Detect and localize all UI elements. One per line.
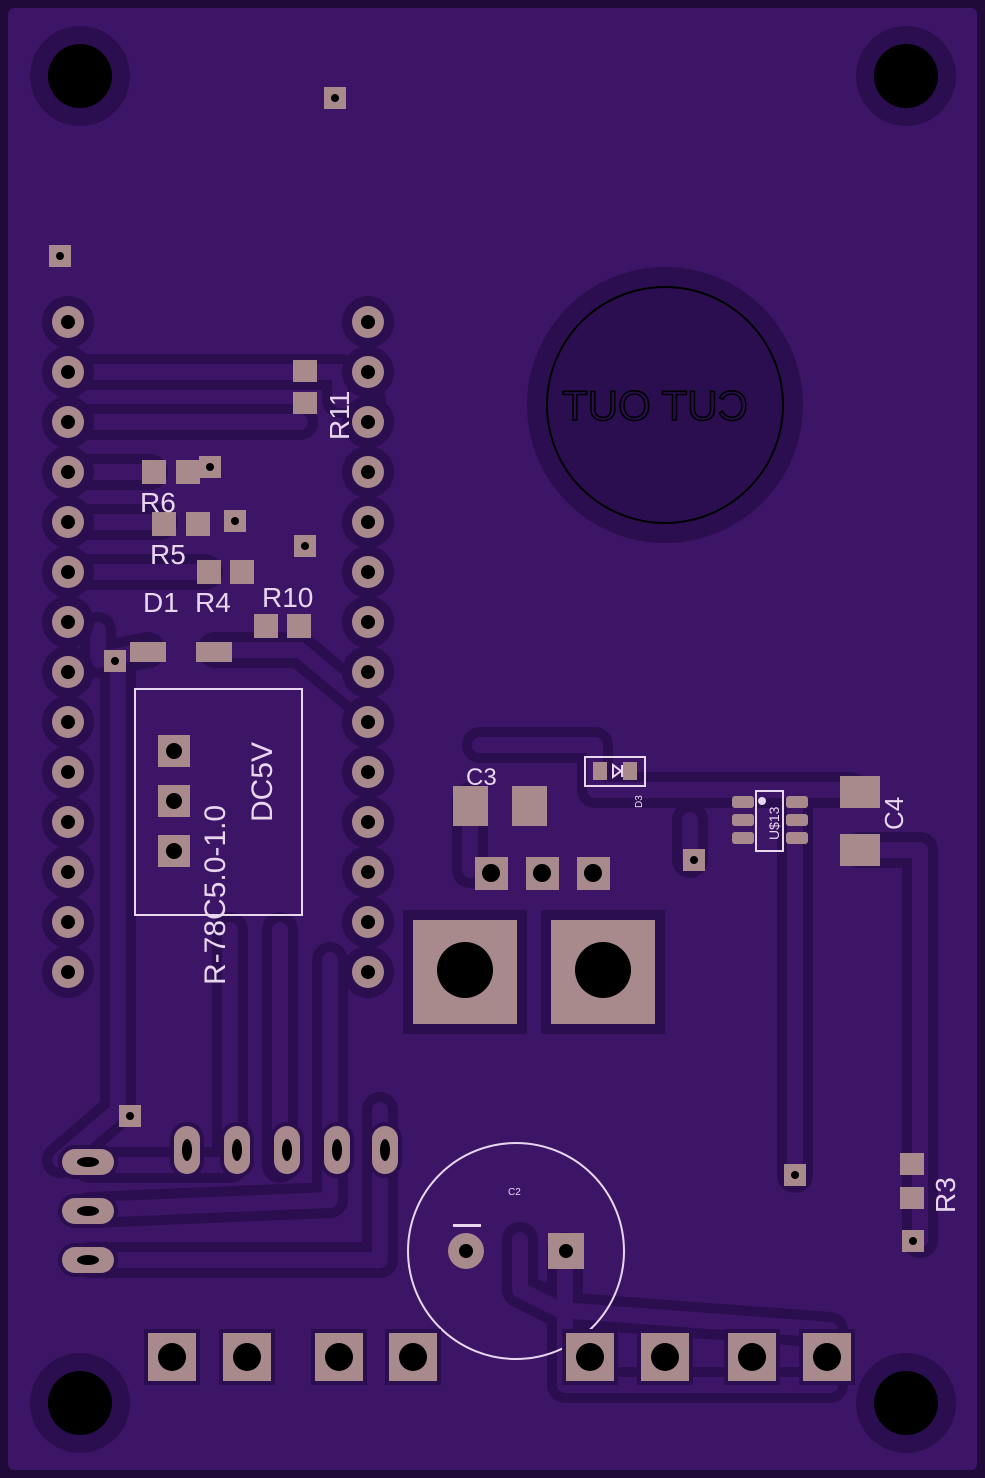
mounting-hole-bottom-left-drill: [48, 1371, 112, 1435]
r5-label: R5: [150, 539, 186, 570]
u13-pad-2: [732, 814, 754, 826]
u13-label: U$13: [766, 806, 782, 840]
r4-label: R4: [195, 587, 231, 618]
cutout-label: CUT OUT: [562, 382, 748, 429]
header-right: [342, 296, 394, 998]
c2-polarity-bar: [453, 1224, 481, 1227]
r4-pad-2: [230, 560, 254, 584]
u13-pad-1: [732, 796, 754, 808]
r10-pad-2: [287, 614, 311, 638]
d1-pad-1: [130, 642, 166, 662]
trace-layer: [42, 354, 938, 1403]
header-left: [42, 296, 94, 998]
r6-pad-1: [142, 460, 166, 484]
cutout-region: CUT OUT: [527, 267, 803, 543]
three-pin-header: [475, 857, 610, 890]
capacitor-c2: C2: [407, 1142, 625, 1360]
d1-pad-2: [196, 642, 232, 662]
c3-pad-1: [453, 786, 488, 826]
c3-label: C3: [466, 764, 497, 791]
mounting-holes: [30, 26, 956, 1453]
u13-pad-4: [786, 796, 808, 808]
c3-pad-2: [512, 786, 547, 826]
r3-pad-2: [900, 1187, 924, 1209]
d3-pad-1: [593, 762, 607, 780]
u13-pad-6: [786, 832, 808, 844]
r10-label: R10: [262, 582, 313, 613]
r11-pad-2: [293, 392, 317, 414]
power-terminals: [403, 910, 665, 1034]
r6-label: R6: [140, 487, 176, 518]
d3-diode-symbol: [612, 763, 623, 779]
c2-outline: [407, 1142, 625, 1360]
u13-pad-5: [786, 814, 808, 826]
r6-pad-2: [176, 460, 200, 484]
u13-pin1-dot: [758, 797, 766, 805]
oval-pads: [58, 1122, 402, 1277]
d3-label: D3: [634, 795, 645, 808]
d3-pad-2: [623, 762, 637, 780]
regulator: [134, 688, 303, 916]
c4-label: C4: [879, 797, 909, 830]
smd-pads: [130, 360, 924, 1209]
mounting-hole-bottom-right-drill: [874, 1371, 938, 1435]
c4-pad-2: [840, 834, 880, 866]
regulator-voltage-label: DC5V: [246, 742, 279, 822]
d1-label: D1: [143, 587, 179, 618]
c4-pad-1: [840, 776, 880, 808]
mounting-hole-top-right-drill: [874, 44, 938, 108]
u13-pad-3: [732, 832, 754, 844]
silkscreen: R11 R6 R5 D1 R4 R10 C3 D3 U$13 C4 R-78C5…: [140, 391, 961, 1213]
c2-label: C2: [508, 1187, 521, 1198]
vias: [49, 87, 924, 1252]
bottom-terminals: [144, 1329, 855, 1385]
r3-label: R3: [930, 1177, 961, 1213]
r11-pad-1: [293, 360, 317, 382]
r5-pad-1: [152, 512, 176, 536]
r5-pad-2: [186, 512, 210, 536]
r3-pad-1: [900, 1153, 924, 1175]
d3-outline: [584, 756, 646, 787]
regulator-model-label: R-78C5.0-1.0: [199, 805, 232, 985]
mounting-hole-top-left-drill: [48, 44, 112, 108]
u13-outline: [755, 790, 784, 852]
regulator-outline: [134, 688, 303, 916]
r4-pad-1: [197, 560, 221, 584]
r10-pad-1: [254, 614, 278, 638]
cutout-circle: [546, 286, 784, 524]
r11-label: R11: [324, 391, 355, 440]
